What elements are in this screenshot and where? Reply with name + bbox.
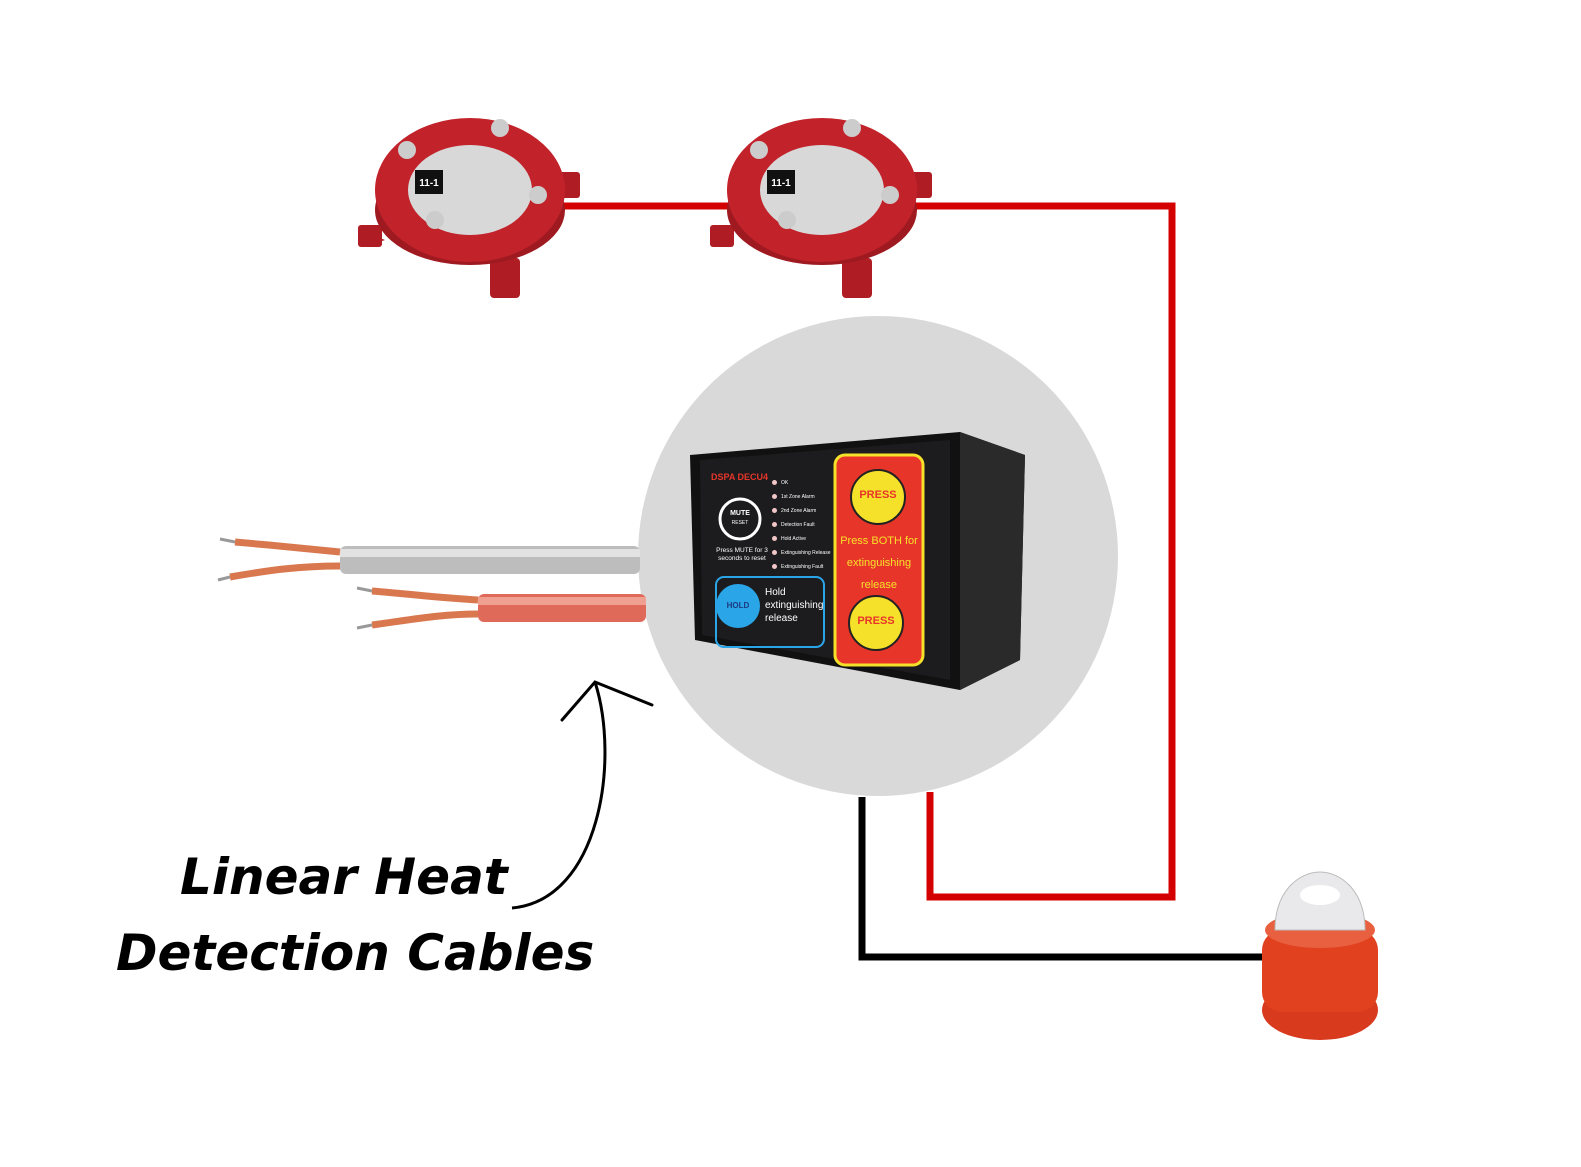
control-unit [690, 432, 1025, 690]
panel-model: DECU4 [737, 472, 769, 482]
led-indicator: Detection Fault [772, 518, 830, 532]
grey-lhd-cable [217, 537, 640, 582]
led-label: OK [781, 480, 789, 486]
hold-label: HOLD [726, 601, 750, 610]
red-wire [560, 202, 1176, 901]
caption-line-1: Linear Heat [180, 848, 508, 906]
press-button-top[interactable] [850, 469, 906, 525]
hold-button[interactable] [716, 584, 760, 628]
suppression-canister: 11-1 [710, 118, 932, 298]
led-label: Detection Fault [781, 522, 815, 528]
led-indicator: Hold Active [772, 532, 830, 546]
caption-line-2: Detection Cables [116, 924, 595, 982]
mute-button[interactable] [718, 497, 762, 541]
panel-brand: DSPA DECU4 [711, 472, 769, 482]
led-label: Extinguishing Fault [781, 564, 824, 570]
press-label-bottom: PRESS [857, 615, 895, 627]
led-label: 1st Zone Alarm [781, 494, 815, 500]
sounder-beacon [1262, 871, 1378, 1040]
led-icon [772, 564, 777, 570]
press-label-top: PRESS [859, 489, 897, 501]
arrow-head-icon [560, 680, 654, 722]
led-label: Hold Active [781, 536, 807, 542]
suppression-canister: 11-1 [358, 118, 580, 298]
led-icon [772, 494, 777, 500]
led-icon [772, 480, 777, 486]
led-indicator: 1st Zone Alarm [772, 490, 830, 504]
led-icon [772, 536, 777, 542]
led-indicator: Extinguishing Fault [772, 560, 830, 574]
svg-text:11-1: 11-1 [771, 178, 791, 189]
led-indicator: OK [772, 476, 830, 490]
led-label: 2nd Zone Alarm [781, 508, 817, 514]
led-icon [772, 522, 777, 528]
reset-label: RESET [731, 520, 749, 526]
led-indicator: Extinguishing Release [772, 546, 830, 560]
pointer-arrow [511, 681, 607, 910]
led-label: Extinguishing Release [781, 550, 831, 556]
mute-label: MUTE [730, 510, 750, 517]
svg-text:11-1: 11-1 [419, 178, 439, 189]
red-lhd-cable [356, 586, 646, 630]
hold-text: Hold extinguishing release [765, 587, 824, 624]
mute-hint: Press MUTE for 3 seconds to reset [716, 547, 768, 562]
press-button-bottom[interactable] [848, 595, 904, 651]
led-icon [772, 508, 777, 514]
led-indicator: 2nd Zone Alarm [772, 504, 830, 518]
black-wire [858, 797, 1262, 961]
led-icon [772, 550, 777, 556]
press-both-text: Press BOTH for extinguishing release [840, 535, 918, 591]
